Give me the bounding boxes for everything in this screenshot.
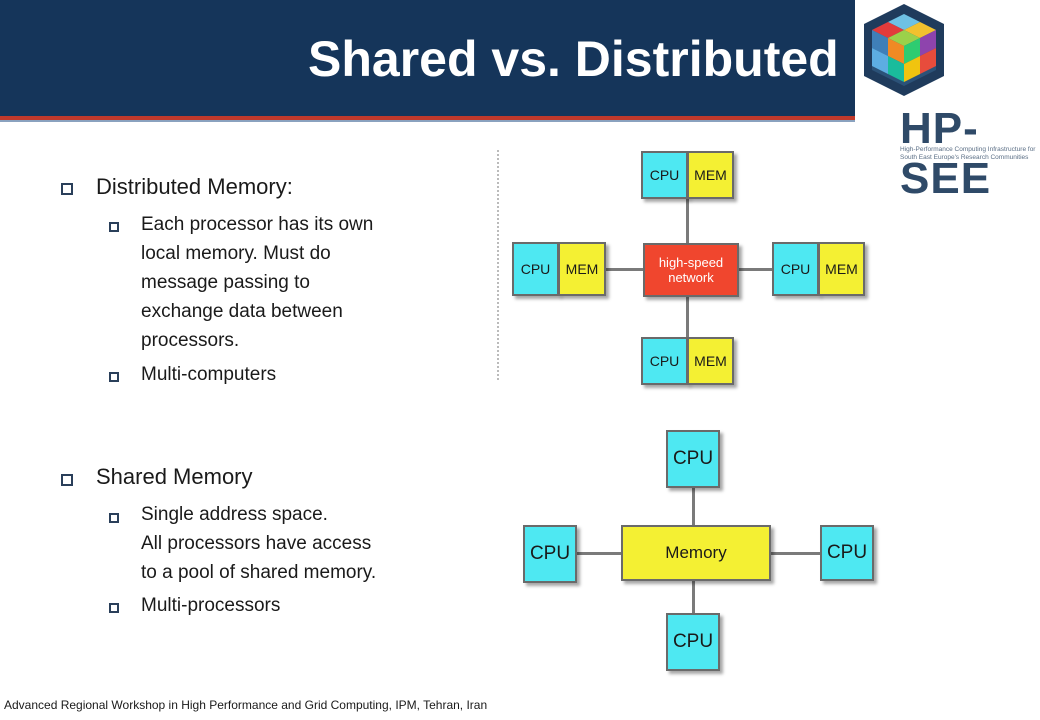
network-box: high-speed network [643,243,739,297]
sub-bullet-square-icon [109,603,119,613]
text-line: Single address space. [141,504,328,525]
text-line: exchange data between [141,301,343,322]
connector-line [692,488,695,526]
logo-tagline: High-Performance Computing Infrastructur… [900,146,1036,161]
connector-line [692,580,695,614]
dotted-divider [497,150,501,380]
slide-title: Shared vs. Distributed [308,31,839,87]
cpu-box-bottom: CPU [641,337,688,385]
cpu-box-bottom: CPU [666,613,720,671]
cpu-box-left: CPU [523,525,577,583]
connector-line [738,268,774,271]
connector-line [770,552,822,555]
text-line: Multi-processors [141,595,281,616]
header-band [0,0,855,116]
shared-heading: Shared Memory [96,464,253,489]
bullet-square-icon [61,474,73,486]
bullet-square-icon [61,183,73,195]
text-line: processors. [141,330,240,351]
cpu-box-top: CPU [641,151,688,199]
shared-memory-box: Memory [621,525,771,581]
hp-see-cube-logo-icon [864,4,944,96]
text-line: message passing to [141,272,310,293]
cpu-box-top: CPU [666,430,720,488]
distributed-heading: Distributed Memory: [96,174,293,199]
connector-line [605,268,645,271]
header-accent-line-light [0,120,855,122]
text-line: to a pool of shared memory. [141,562,377,583]
text-line: Multi-computers [141,364,277,385]
text-line: All processors have access [141,533,372,554]
connector-line [686,296,689,338]
mem-box-left: MEM [558,242,606,296]
mem-box-right: MEM [818,242,865,296]
slide-footer: Advanced Regional Workshop in High Perfo… [4,698,488,712]
network-label-line: network [668,270,714,285]
distributed-item-2: Multi-computers [141,360,276,389]
header-accent-line [0,116,855,120]
text-line: local memory. Must do [141,243,331,264]
network-label-line: high-speed [658,255,724,270]
cpu-box-right: CPU [772,242,819,296]
shared-item-1: Single address space. All processors hav… [141,500,376,587]
distributed-item-1: Each processor has its own local memory.… [141,210,373,355]
sub-bullet-square-icon [109,372,119,382]
cpu-box-right: CPU [820,525,874,581]
connector-line [686,198,689,244]
connector-line [576,552,622,555]
text-line: Each processor has its own [141,214,374,235]
cpu-box-left: CPU [512,242,559,296]
shared-item-2: Multi-processors [141,591,280,620]
logo-wordmark: HP-SEE [900,104,992,203]
sub-bullet-square-icon [109,513,119,523]
mem-box-bottom: MEM [687,337,734,385]
mem-box-top: MEM [687,151,734,199]
sub-bullet-square-icon [109,222,119,232]
